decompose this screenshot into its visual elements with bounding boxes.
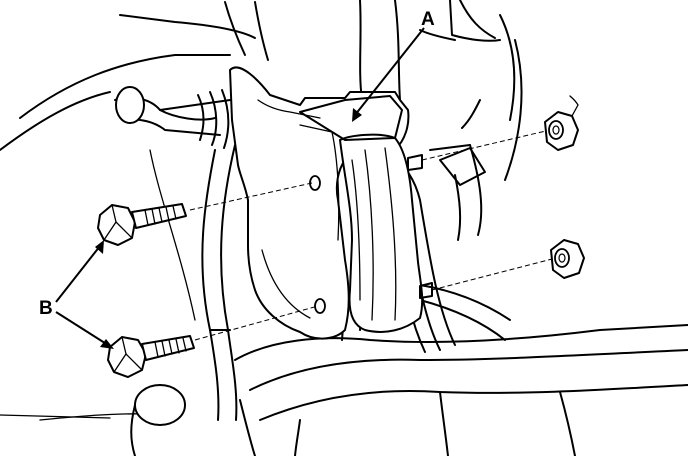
vehicle-body-outline <box>0 1 269 421</box>
strut-tower <box>359 0 523 181</box>
nut-upper <box>544 95 579 151</box>
arrow-a-head <box>352 108 362 122</box>
callout-label-b: B <box>39 298 53 319</box>
bracket-hole-lower <box>314 298 326 314</box>
nut-lower <box>550 239 585 279</box>
arrow-b-upper-line <box>55 245 101 303</box>
arrow-b-lower-line <box>55 311 109 346</box>
knuckle-studs <box>407 154 433 299</box>
lower-arm <box>130 324 688 456</box>
drive-shaft <box>114 86 231 149</box>
brake-hose <box>149 144 238 421</box>
callout-label-a: A <box>421 9 435 30</box>
alignment-lines <box>189 129 557 341</box>
arrow-b-upper-head <box>95 240 104 254</box>
arrow-a-line <box>354 27 425 116</box>
bolt-upper <box>97 203 187 246</box>
sensor-wire <box>429 99 486 241</box>
arrow-b-lower-head <box>100 339 114 349</box>
bolt-lower <box>107 335 195 378</box>
callout-arrows <box>55 27 425 349</box>
damper-fork <box>299 95 424 333</box>
